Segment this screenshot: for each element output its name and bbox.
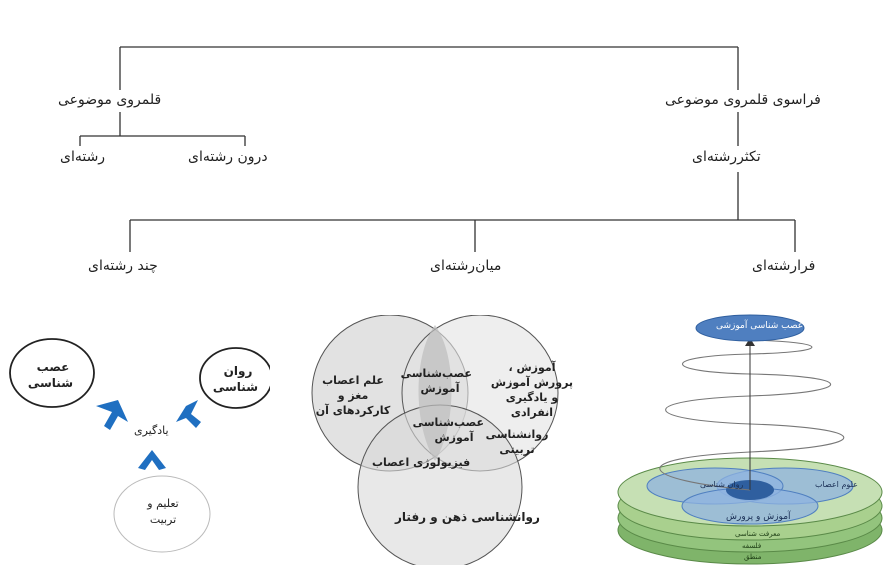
ring-label-psych: روان شناسی xyxy=(700,480,744,489)
multidisciplinary-panel xyxy=(9,338,270,553)
neuro-circle xyxy=(9,338,95,408)
multidisciplinary-label: چند رشته‌ای xyxy=(88,258,158,274)
disciplinary-label: رشته‌ای xyxy=(60,149,106,165)
intradisciplinary-label: درون رشته‌ای xyxy=(188,149,268,165)
tree-connectors xyxy=(79,46,796,252)
venn-top-overlap-text: عصب‌شناسی آموزش xyxy=(400,367,472,395)
ring-label-neuro: علوم اعصاب xyxy=(815,480,858,489)
venn-bottom-text: روانشناسی ذهن و رفتار xyxy=(395,510,540,524)
base-label-3: منطق xyxy=(744,553,762,561)
psych-circle xyxy=(199,347,270,409)
education-circle xyxy=(113,475,211,553)
arrow-up-icon xyxy=(138,450,166,470)
venn-right-bottom-text: روانشناسی تربیتی xyxy=(485,428,549,456)
education-label: تعلیم و تربیت xyxy=(147,497,179,526)
venn-left-text: علم اعصاب مغز و کارکردهای آن xyxy=(315,374,391,417)
interdisciplinary-label: میان‌رشته‌ای xyxy=(430,258,502,274)
top-ellipse xyxy=(695,314,805,342)
root-beyond-subject-domain: فراسوی قلمروی موضوعی xyxy=(665,92,821,108)
arrow-left-icon xyxy=(96,400,128,430)
venn-center-text: عصب‌شناسی آموزش xyxy=(412,416,484,444)
base-label-2: فلسفه xyxy=(742,542,762,550)
pluridisciplinary-label: تکثررشته‌ای xyxy=(692,149,761,165)
venn-left-bottom-text: فیزیولوژی اعصاب xyxy=(372,456,471,469)
transdisciplinary-label: فرارشته‌ای xyxy=(752,258,816,274)
spiral-top-label: عصب شناسی آموزشی xyxy=(716,321,804,331)
neuro-label: عصب شناسی xyxy=(27,360,73,390)
ring-label-education: آموزش و پرورش xyxy=(726,512,791,522)
arrow-right-icon xyxy=(176,400,201,428)
spiral-panel xyxy=(617,314,883,565)
axis-arrow-icon xyxy=(745,338,755,346)
learning-label: یادگیری xyxy=(134,424,169,437)
root-subject-domain: قلمروی موضوعی xyxy=(58,92,162,108)
base-label-1: معرفت شناسی xyxy=(735,530,781,538)
psych-label: روان شناسی xyxy=(212,364,258,394)
venn-right-text: آموزش ، پرورش آموزش و یادگیری انفرادی xyxy=(490,361,574,419)
venn-top-overlap xyxy=(418,325,452,461)
venn-panel xyxy=(311,315,559,565)
